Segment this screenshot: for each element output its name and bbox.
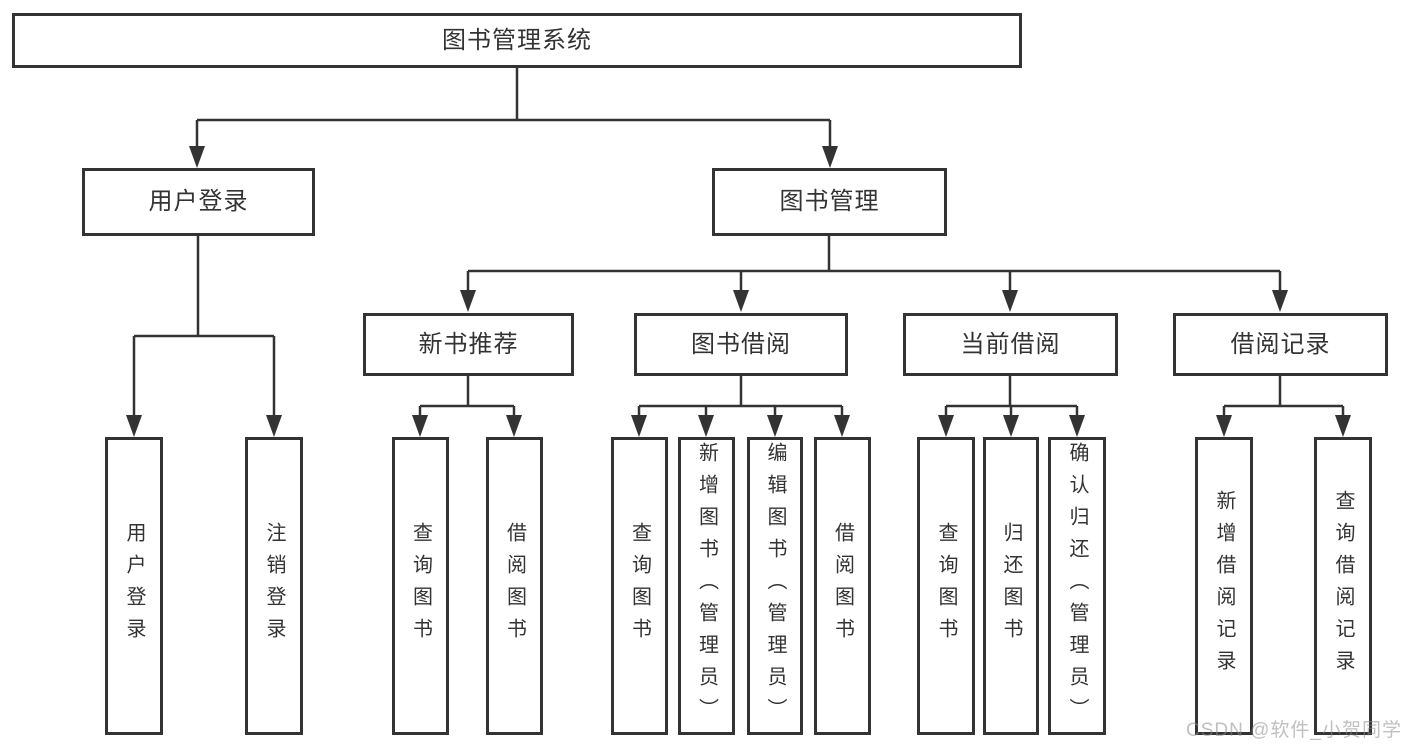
leaf-query-books-current-label: 查询图书 — [935, 522, 957, 650]
leaf-borrow-books-label: 借阅图书 — [831, 522, 854, 650]
leaf-query-books-recommend: 查询图书 — [392, 437, 449, 735]
arrowhead-icon — [126, 415, 142, 437]
leaf-add-books-admin-label: 新增图书（管理员） — [695, 442, 718, 730]
leaf-add-borrow-record: 新增借阅记录 — [1195, 437, 1253, 735]
connector-borrow-stem — [639, 376, 842, 408]
leaf-query-borrow-record-label: 查询借阅记录 — [1332, 490, 1354, 682]
arrowhead-icon — [834, 415, 850, 437]
arrowhead-icon — [1335, 415, 1351, 437]
connector-newbook-stem — [420, 376, 514, 408]
connector-root-stem — [197, 68, 830, 122]
leaf-borrow-books-recommend-label: 借阅图书 — [503, 522, 526, 650]
leaf-return-books: 归还图书 — [983, 437, 1039, 735]
arrowhead-icon — [1002, 290, 1018, 312]
node-book-management-label: 图书管理 — [779, 188, 880, 215]
node-new-book-recommend-label: 新书推荐 — [418, 330, 519, 358]
node-user-login: 用户登录 — [82, 168, 315, 236]
leaf-confirm-return-admin-label: 确认归还（管理员） — [1066, 442, 1088, 730]
node-current-borrowing: 当前借阅 — [903, 313, 1118, 376]
node-borrowing-records: 借阅记录 — [1173, 313, 1388, 376]
leaf-add-borrow-record-label: 新增借阅记录 — [1213, 490, 1235, 682]
arrowhead-icon — [1272, 290, 1288, 312]
arrowhead-icon — [1069, 415, 1085, 437]
leaf-query-borrow-record: 查询借阅记录 — [1314, 437, 1372, 735]
connector-userlogin-stem — [134, 236, 274, 338]
leaf-query-books-recommend-label: 查询图书 — [409, 522, 432, 650]
node-book-borrowing: 图书借阅 — [634, 313, 848, 376]
node-new-book-recommend: 新书推荐 — [363, 313, 574, 376]
leaf-borrow-books: 借阅图书 — [814, 437, 871, 735]
leaf-edit-books-admin: 编辑图书（管理员） — [747, 437, 803, 735]
arrowhead-icon — [460, 290, 476, 312]
node-book-management: 图书管理 — [712, 168, 947, 236]
arrowhead-icon — [767, 415, 783, 437]
csdn-watermark: CSDN @软件_小贺同学 — [1186, 720, 1402, 741]
arrowhead-icon — [1003, 415, 1019, 437]
leaf-borrow-books-recommend: 借阅图书 — [486, 437, 543, 735]
leaf-query-books-borrow: 查询图书 — [611, 437, 668, 735]
arrowhead-icon — [189, 146, 205, 168]
node-current-borrowing-label: 当前借阅 — [960, 330, 1061, 358]
arrowhead-icon — [938, 415, 954, 437]
leaf-query-books-borrow-label: 查询图书 — [628, 522, 651, 650]
leaf-user-login: 用户登录 — [105, 437, 163, 735]
arrowhead-icon — [266, 415, 282, 437]
arrowhead-icon — [506, 415, 522, 437]
node-root-label: 图书管理系统 — [442, 26, 592, 54]
node-root: 图书管理系统 — [12, 13, 1022, 68]
arrowhead-icon — [631, 415, 647, 437]
arrowhead-icon — [698, 415, 714, 437]
leaf-logout-label: 注销登录 — [263, 522, 285, 650]
connector-current-stem — [946, 376, 1077, 408]
leaf-logout: 注销登录 — [245, 437, 303, 735]
leaf-return-books-label: 归还图书 — [1000, 522, 1022, 650]
arrowhead-icon — [412, 415, 428, 437]
leaf-edit-books-admin-label: 编辑图书（管理员） — [764, 442, 786, 730]
arrowhead-icon — [1216, 415, 1232, 437]
leaf-add-books-admin: 新增图书（管理员） — [678, 437, 735, 735]
arrowhead-icon — [822, 146, 838, 168]
node-user-login-label: 用户登录 — [148, 188, 249, 215]
leaf-query-books-current: 查询图书 — [917, 437, 975, 735]
leaf-confirm-return-admin: 确认归还（管理员） — [1048, 437, 1106, 735]
node-book-borrowing-label: 图书借阅 — [691, 330, 791, 358]
arrowhead-icon — [733, 290, 749, 312]
connector-bookmgmt-stem — [468, 236, 1280, 273]
connector-records-stem — [1224, 376, 1343, 408]
node-borrowing-records-label: 借阅记录 — [1230, 330, 1331, 358]
leaf-user-login-label: 用户登录 — [123, 522, 145, 650]
